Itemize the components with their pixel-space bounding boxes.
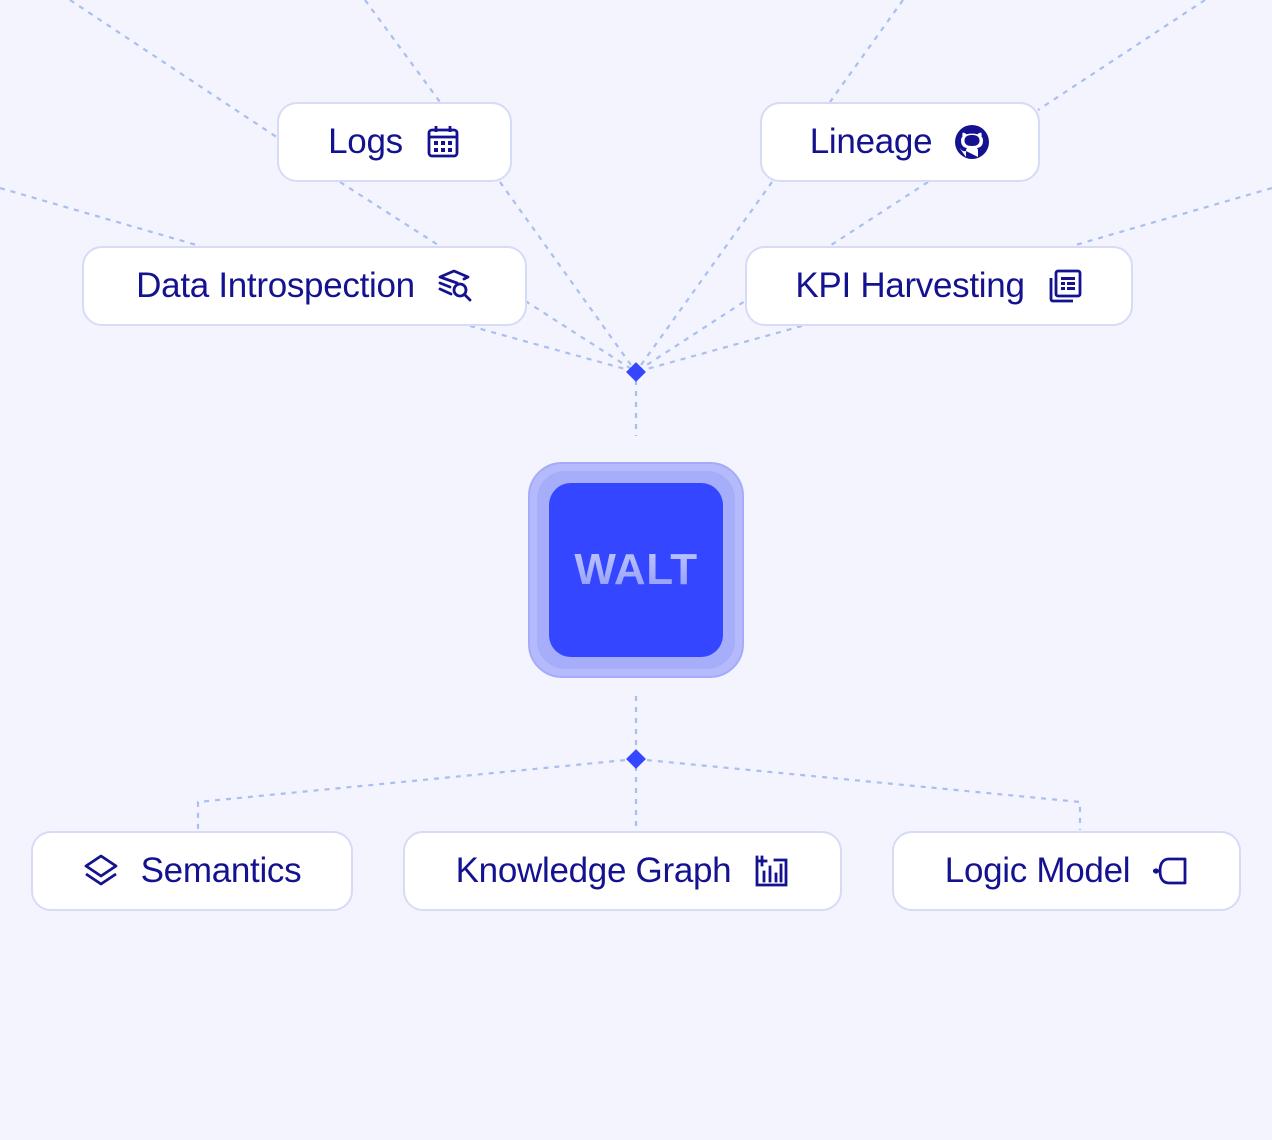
walt-core: WALT [549,483,723,657]
calendar-icon [425,124,461,160]
junction-diamond [626,362,646,382]
connector-line [69,0,279,139]
connector-line [1071,186,1272,248]
connector-line [469,324,637,374]
node-logs[interactable]: Logs [277,102,512,182]
walt-label: WALT [574,545,698,594]
node-logic-model[interactable]: Logic Model [892,831,1241,911]
node-label: Data Introspection [136,266,415,305]
connector-line [635,181,929,373]
bar-chart-add-icon [753,853,789,889]
connector-line [829,0,904,103]
node-label: Lineage [809,122,933,161]
node-label: Knowledge Graph [455,851,732,890]
connector-line [0,186,201,248]
connector-line [635,324,803,374]
stack-search-icon [437,268,473,304]
report-icon [1047,268,1083,304]
node-data-introspection[interactable]: Data Introspection [82,246,527,326]
layers-icon [83,853,119,889]
node-knowledge-graph[interactable]: Knowledge Graph [403,831,842,911]
connector-line [635,757,1082,830]
logic-gate-icon [1152,853,1188,889]
node-semantics[interactable]: Semantics [31,831,353,911]
node-label: KPI Harvesting [795,266,1025,305]
connector-line [196,757,637,830]
node-label: Logic Model [944,851,1131,890]
github-icon [954,124,990,160]
node-label: Logs [328,122,403,161]
node-lineage[interactable]: Lineage [760,102,1040,182]
node-label: Semantics [140,851,302,890]
connector-line [1037,0,1206,111]
node-kpi-harvesting[interactable]: KPI Harvesting [745,246,1133,326]
connector-line [339,181,637,373]
connector-line [364,0,441,103]
junction-diamond [626,749,646,769]
